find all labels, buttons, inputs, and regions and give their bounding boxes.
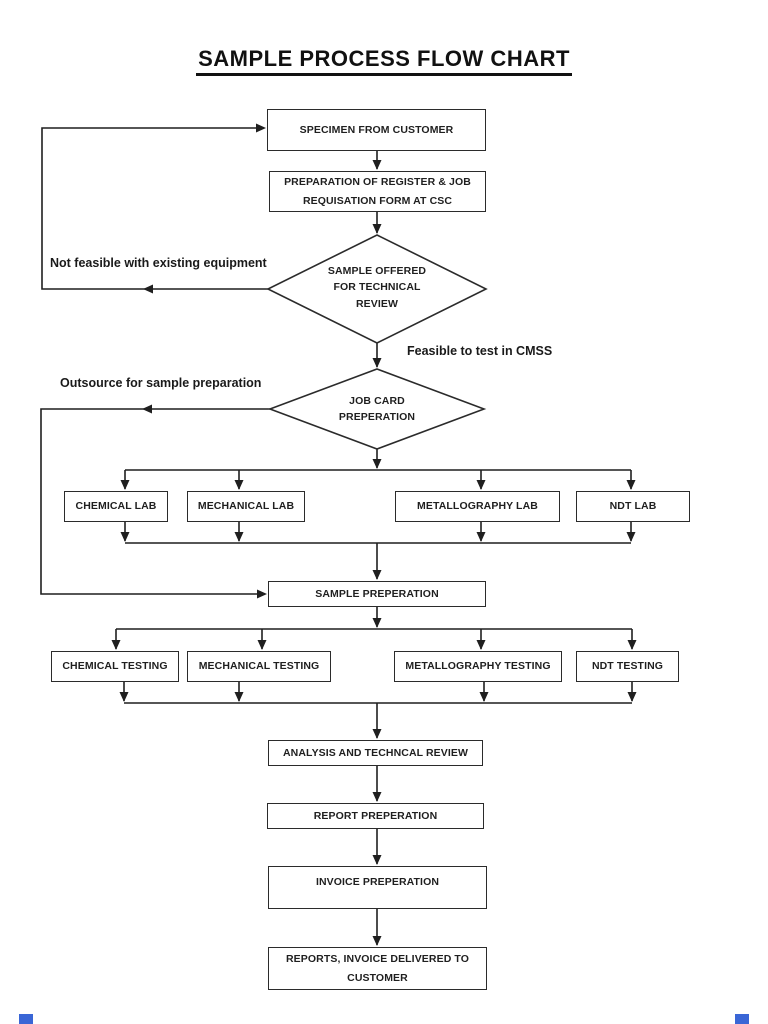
node-specimen-from-customer: SPECIMEN FROM CUSTOMER [267, 109, 486, 151]
node-preparation-of-register: PREPARATION OF REGISTER & JOB REQUISATIO… [269, 171, 486, 212]
page-corner-decoration-left [19, 1014, 33, 1024]
edge-spine [372, 151, 382, 946]
node-label: CHEMICAL TESTING [62, 660, 168, 673]
edge-label-not-feasible: Not feasible with existing equipment [50, 256, 267, 270]
page-title: SAMPLE PROCESS FLOW CHART [0, 46, 768, 76]
node-report-preperation: REPORT PREPERATION [267, 803, 484, 829]
node-invoice-preperation: INVOICE PREPERATION [268, 866, 487, 909]
node-label: REPORTS, INVOICE DELIVERED TO CUSTOMER [286, 953, 469, 984]
node-label: METALLOGRAPHY TESTING [405, 660, 551, 673]
node-reports-invoice-delivered: REPORTS, INVOICE DELIVERED TO CUSTOMER [268, 947, 487, 990]
node-analysis-and-technical-review: ANALYSIS AND TECHNCAL REVIEW [268, 740, 483, 766]
node-label: JOB CARD PREPERATION [338, 395, 416, 424]
node-chemical-lab: CHEMICAL LAB [64, 491, 168, 522]
node-mechanical-lab: MECHANICAL LAB [187, 491, 305, 522]
node-chemical-testing: CHEMICAL TESTING [51, 651, 179, 682]
node-label: MECHANICAL LAB [197, 500, 295, 513]
node-metallography-lab: METALLOGRAPHY LAB [395, 491, 560, 522]
edge-outsource-loop [40, 404, 270, 599]
diamond-job-card [267, 368, 487, 450]
node-label: SAMPLE OFFERED FOR TECHNICAL REVIEW [327, 265, 427, 310]
node-mechanical-testing: MECHANICAL TESTING [187, 651, 331, 682]
node-job-card-preperation: JOB CARD PREPERATION [322, 393, 432, 426]
edge-not-feasible-loop [41, 123, 268, 294]
node-label: NDT LAB [609, 500, 657, 513]
node-label: PREPARATION OF REGISTER & JOB REQUISATIO… [284, 176, 471, 207]
node-label: METALLOGRAPHY LAB [417, 500, 538, 513]
node-label: CHEMICAL LAB [75, 500, 157, 513]
edge-label-feasible: Feasible to test in CMSS [407, 344, 553, 358]
node-ndt-testing: NDT TESTING [576, 651, 679, 682]
node-label: SAMPLE PREPERATION [315, 587, 439, 600]
page-corner-decoration-right [735, 1014, 749, 1024]
edge-fanout-testing [111, 628, 637, 650]
node-label: REPORT PREPERATION [313, 809, 438, 822]
edge-label-outsource: Outsource for sample preparation [60, 376, 262, 390]
edge-fanin-labs [120, 522, 636, 544]
node-sample-offered-for-technical-review: SAMPLE OFFERED FOR TECHNICAL REVIEW [322, 263, 432, 312]
edge-fanin-testing [119, 682, 637, 704]
node-label: NDT TESTING [591, 660, 664, 673]
node-sample-preperation: SAMPLE PREPERATION [268, 581, 486, 607]
node-metallography-testing: METALLOGRAPHY TESTING [394, 651, 562, 682]
node-label: SPECIMEN FROM CUSTOMER [299, 123, 454, 136]
page-title-text: SAMPLE PROCESS FLOW CHART [196, 46, 572, 76]
node-ndt-lab: NDT LAB [576, 491, 690, 522]
diamond-sample-offered [266, 234, 488, 344]
edge-fanout-labs [120, 469, 636, 490]
node-label: ANALYSIS AND TECHNCAL REVIEW [282, 746, 468, 759]
node-label: INVOICE PREPERATION [315, 876, 440, 888]
node-label: MECHANICAL TESTING [198, 660, 320, 673]
